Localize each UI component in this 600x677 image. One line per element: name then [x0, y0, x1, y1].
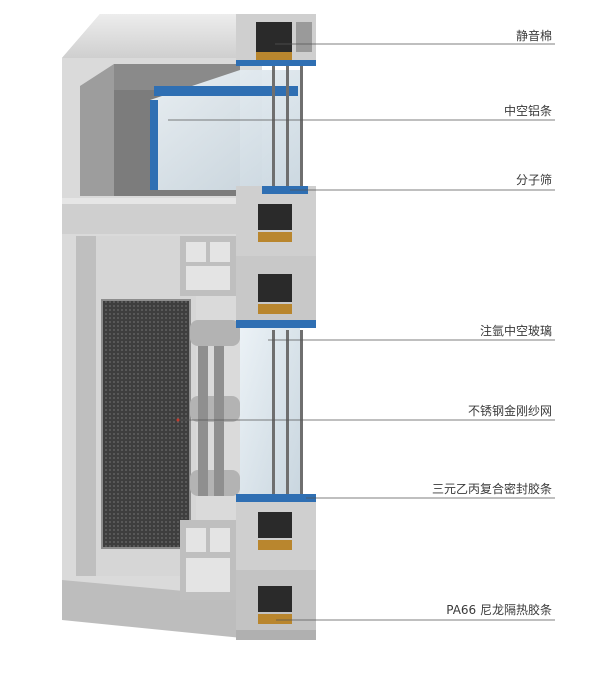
- upper-opening: [80, 64, 300, 196]
- callout-argon-insulated-glass: 注氩中空玻璃: [479, 324, 552, 338]
- sash-frame: [76, 236, 196, 576]
- lower-glass: [240, 300, 300, 500]
- upper-glass: [150, 70, 300, 190]
- sash-inner-profiles: [190, 320, 240, 496]
- stainless-steel-mesh-panel: [102, 300, 190, 548]
- callout-sound-insulation-wool: 静音棉: [515, 29, 552, 43]
- callout-molecular-sieve: 分子筛: [515, 173, 552, 187]
- upper-blue-seal: [150, 100, 158, 190]
- callout-hollow-aluminum-spacer: 中空铝条: [503, 104, 552, 118]
- callout-pa66-thermal-break-strip: PA66 尼龙隔热胶条: [446, 603, 552, 617]
- profile-chambers: [180, 14, 316, 640]
- callout-epdm-seal-strip: 三元乙丙复合密封胶条: [431, 482, 552, 496]
- leader-lines: [168, 43, 555, 621]
- frame-top-face: [62, 14, 262, 58]
- callout-stainless-steel-mesh: 不锈钢金刚纱网: [467, 404, 552, 418]
